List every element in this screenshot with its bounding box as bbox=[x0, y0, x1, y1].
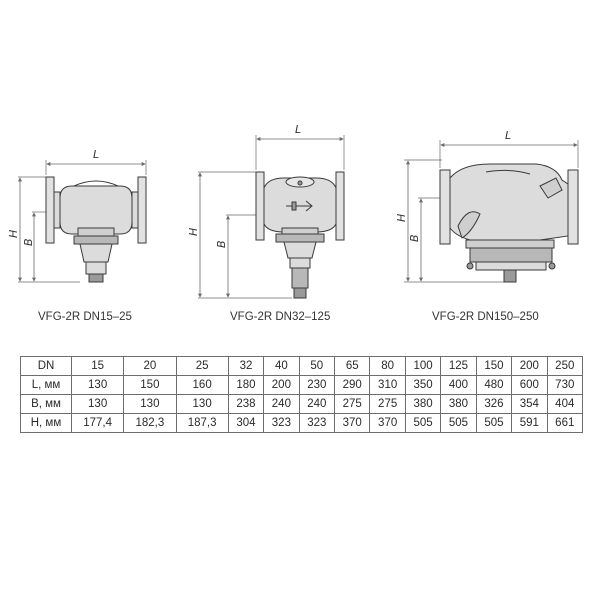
table-cell: 150 bbox=[475, 356, 513, 376]
dim-label-L-1: L bbox=[93, 148, 99, 161]
table-cell: 380 bbox=[440, 394, 477, 414]
table-cell: 505 bbox=[475, 413, 513, 433]
table-cell: 400 bbox=[440, 375, 477, 395]
table-cell: 40 bbox=[263, 356, 300, 376]
table-cell: 177,4 bbox=[70, 413, 125, 433]
table-cell: 130 bbox=[70, 394, 125, 414]
table-cell: 100 bbox=[404, 356, 442, 376]
dim-label-H-2: H bbox=[187, 228, 200, 236]
dim-label-H-1: H bbox=[7, 230, 20, 238]
valve-drawing-dn32-125 bbox=[198, 135, 345, 299]
table-cell: 380 bbox=[404, 394, 442, 414]
table-cell: 130 bbox=[123, 394, 177, 414]
table-cell: 25 bbox=[175, 356, 229, 376]
valve-drawing-dn150-250 bbox=[404, 140, 579, 283]
table-cell: 65 bbox=[334, 356, 371, 376]
caption-dn32-125: VFG-2R DN32–125 bbox=[230, 311, 331, 323]
dim-label-B-2: B bbox=[215, 240, 228, 248]
caption-dn15-25: VFG-2R DN15–25 bbox=[38, 311, 132, 323]
dim-label-B-1: B bbox=[22, 238, 35, 246]
table-cell: 326 bbox=[475, 394, 513, 414]
table-cell: 275 bbox=[369, 394, 406, 414]
table-cell: 32 bbox=[227, 356, 265, 376]
table-cell: 150 bbox=[123, 375, 177, 395]
row-header: B, мм bbox=[20, 394, 72, 414]
table-cell: 130 bbox=[175, 394, 229, 414]
valve-drawing-dn15-25 bbox=[18, 160, 147, 283]
table-cell: 250 bbox=[546, 356, 584, 376]
table-cell: 370 bbox=[369, 413, 406, 433]
table-cell: 160 bbox=[175, 375, 229, 395]
row-header: DN bbox=[20, 356, 72, 376]
table-cell: 600 bbox=[511, 375, 548, 395]
row-header: H, мм bbox=[20, 413, 72, 433]
table-cell: 290 bbox=[334, 375, 371, 395]
table-cell: 15 bbox=[70, 356, 125, 376]
table-cell: 275 bbox=[334, 394, 371, 414]
table-cell: 323 bbox=[263, 413, 300, 433]
table-cell: 125 bbox=[440, 356, 477, 376]
table-cell: 240 bbox=[263, 394, 300, 414]
table-cell: 505 bbox=[440, 413, 477, 433]
table-cell: 354 bbox=[511, 394, 548, 414]
table-cell: 350 bbox=[404, 375, 442, 395]
table-cell: 180 bbox=[227, 375, 265, 395]
caption-dn150-250: VFG-2R DN150–250 bbox=[432, 311, 539, 323]
dim-label-B-3: B bbox=[408, 234, 421, 242]
dim-label-H-3: H bbox=[395, 214, 408, 222]
table-cell: 187,3 bbox=[175, 413, 229, 433]
table-cell: 200 bbox=[511, 356, 548, 376]
table-cell: 240 bbox=[298, 394, 336, 414]
table-cell: 661 bbox=[546, 413, 584, 433]
table-cell: 50 bbox=[298, 356, 336, 376]
table-cell: 310 bbox=[369, 375, 406, 395]
table-cell: 200 bbox=[263, 375, 300, 395]
table-cell: 20 bbox=[123, 356, 177, 376]
table-cell: 591 bbox=[511, 413, 548, 433]
table-cell: 370 bbox=[334, 413, 371, 433]
table-cell: 730 bbox=[546, 375, 584, 395]
table-cell: 480 bbox=[475, 375, 513, 395]
table-cell: 130 bbox=[70, 375, 125, 395]
table-cell: 304 bbox=[227, 413, 265, 433]
valve-drawings: L H B L H B L H B bbox=[7, 123, 579, 299]
dim-label-L-2: L bbox=[295, 123, 301, 136]
table-cell: 238 bbox=[227, 394, 265, 414]
dim-label-L-3: L bbox=[505, 129, 511, 142]
table-cell: 80 bbox=[369, 356, 406, 376]
table-cell: 230 bbox=[298, 375, 336, 395]
table-cell: 404 bbox=[546, 394, 584, 414]
table-cell: 323 bbox=[298, 413, 336, 433]
table-cell: 505 bbox=[404, 413, 442, 433]
row-header: L, мм bbox=[20, 375, 72, 395]
table-cell: 182,3 bbox=[123, 413, 177, 433]
